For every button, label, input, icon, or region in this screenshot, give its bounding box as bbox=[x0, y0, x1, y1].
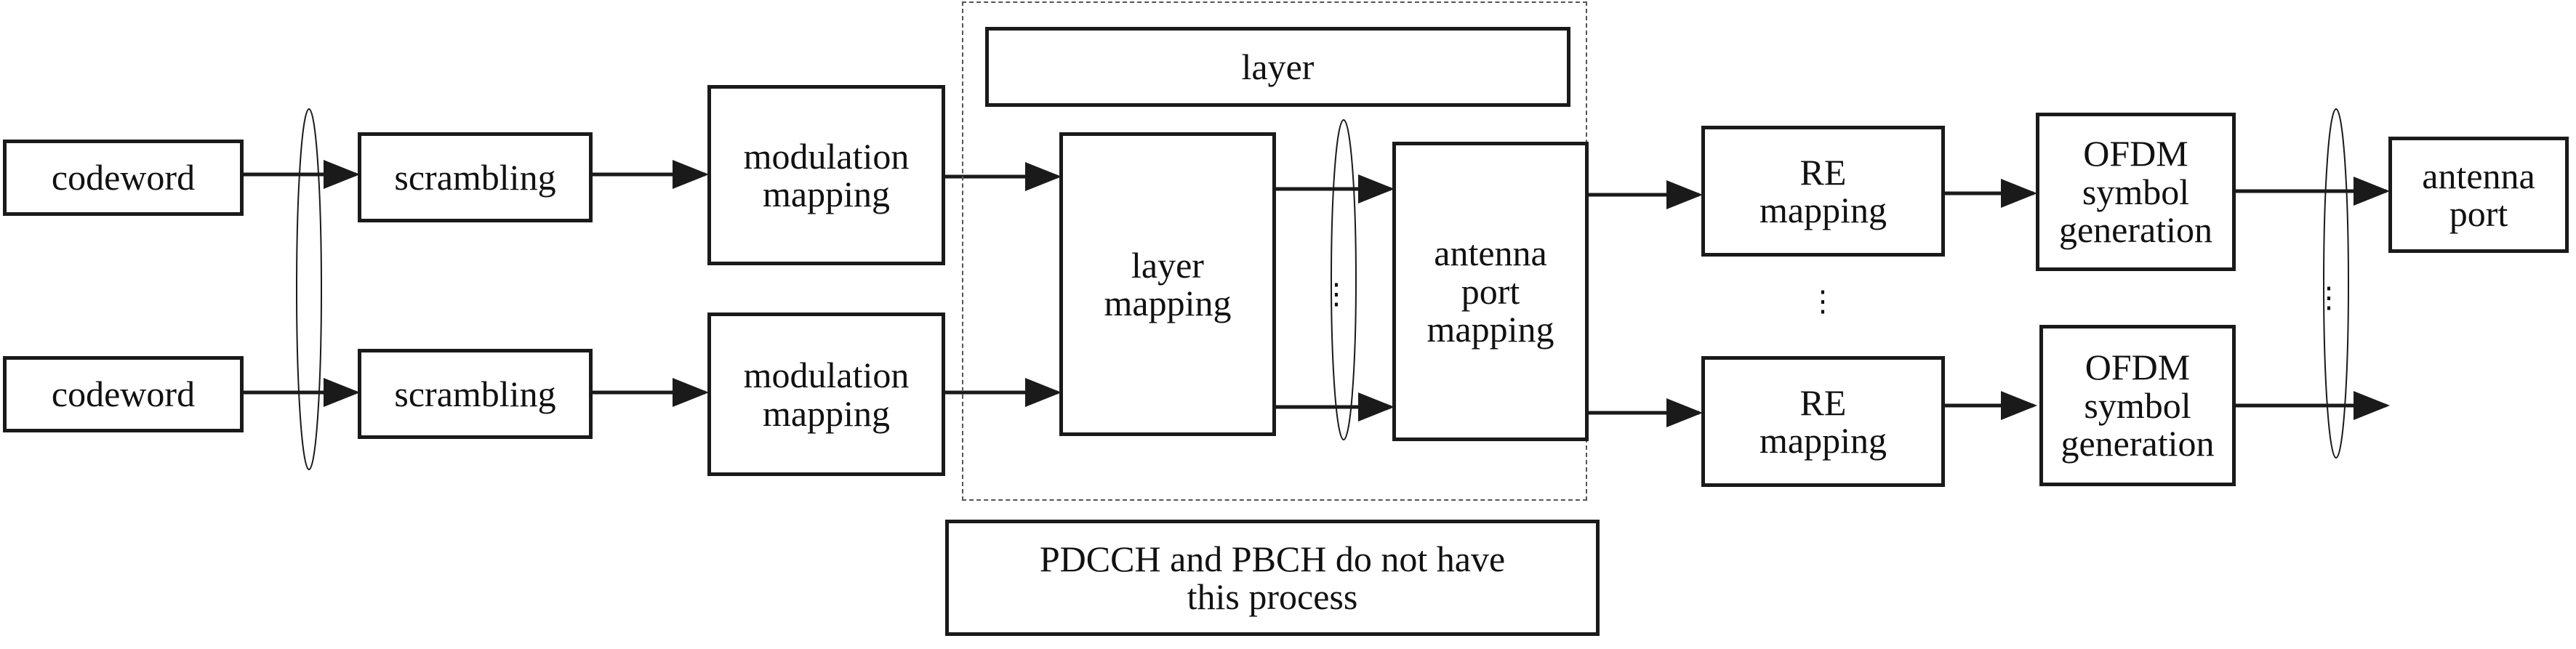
modulation-mapping-block-2: modulation mapping bbox=[707, 313, 945, 476]
scrambling-block-2: scrambling bbox=[358, 349, 593, 439]
re-mapping-block-1: RE mapping bbox=[1701, 126, 1945, 257]
codeword-block-1: codeword bbox=[3, 140, 244, 216]
process-note: PDCCH and PBCH do not have this process bbox=[945, 520, 1600, 636]
re-mapping-block-2: RE mapping bbox=[1701, 356, 1945, 487]
antenna-port-block: antenna port bbox=[2388, 137, 2569, 253]
antenna-port-mapping-block: antenna port mapping bbox=[1392, 142, 1589, 441]
ofdm-symbol-generation-block-2: OFDM symbol generation bbox=[2039, 325, 2236, 486]
grouping-ellipse-codewords bbox=[296, 108, 322, 470]
layer-mapping-block: layer mapping bbox=[1059, 132, 1276, 436]
grouping-ellipse-layers bbox=[1331, 119, 1357, 440]
re-mapping-ellipsis: ⋮ bbox=[1808, 285, 1837, 318]
grouping-ellipse-antenna-ports bbox=[2323, 108, 2349, 459]
ofdm-symbol-generation-block-1: OFDM symbol generation bbox=[2036, 113, 2236, 271]
antenna-port-ellipsis: ⋮ bbox=[2314, 281, 2343, 314]
modulation-mapping-block-1: modulation mapping bbox=[707, 85, 945, 265]
scrambling-block-1: scrambling bbox=[358, 132, 593, 222]
layer-label-block: layer bbox=[985, 27, 1570, 107]
codeword-block-2: codeword bbox=[3, 356, 244, 432]
layer-ellipsis: ⋮ bbox=[1322, 278, 1351, 310]
